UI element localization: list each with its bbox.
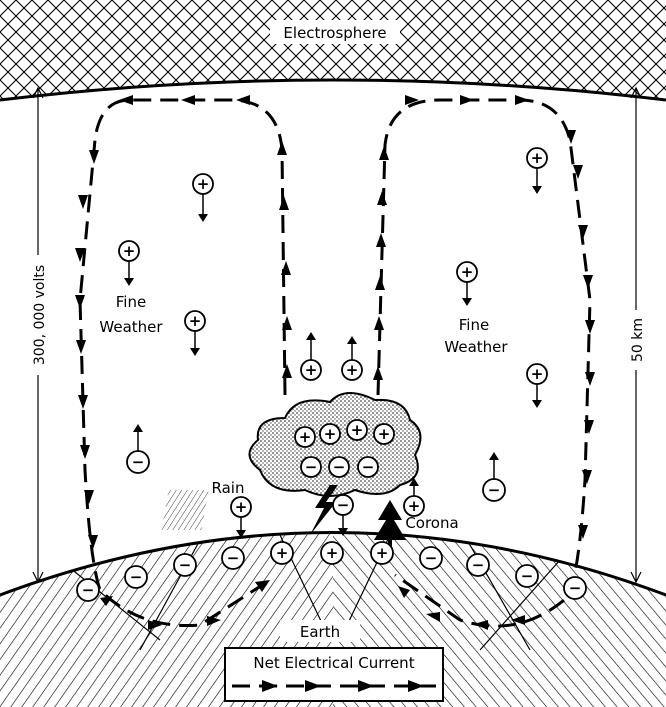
rain-label: Rain xyxy=(212,479,245,497)
svg-text:−: − xyxy=(337,496,350,514)
fine-weather-right-label-line2: Weather xyxy=(444,338,508,356)
svg-text:+: + xyxy=(123,242,136,260)
ground-negative-charge: − xyxy=(76,578,100,602)
svg-text:−: − xyxy=(130,568,143,586)
svg-text:−: − xyxy=(179,556,192,574)
fine-weather-left-label-line2: Weather xyxy=(99,318,163,336)
svg-text:+: + xyxy=(378,425,391,443)
fine-weather-left-label-line1: Fine xyxy=(116,293,146,311)
svg-text:−: − xyxy=(227,549,240,567)
svg-text:+: + xyxy=(235,498,248,516)
height-label: 50 km xyxy=(630,318,646,362)
left-current-loop xyxy=(75,95,292,630)
svg-text:+: + xyxy=(408,497,421,515)
svg-text:−: − xyxy=(82,581,95,599)
ground-negative-charge: − xyxy=(221,546,245,570)
negative-charges: − − − − − − − − − − − − − − xyxy=(76,424,587,602)
cloud-negative-charge: − xyxy=(328,456,350,478)
svg-text:+: + xyxy=(305,361,318,379)
ground-negative-charge: − xyxy=(419,546,443,570)
cloud-positive-charge: + xyxy=(346,419,368,441)
ground-negative-charge: − xyxy=(466,553,490,577)
left-voltage-scale: 300, 000 volts xyxy=(28,86,48,584)
positive-charge: + xyxy=(526,147,548,194)
ground-negative-charge: − xyxy=(173,553,197,577)
svg-text:+: + xyxy=(461,263,474,281)
svg-text:−: − xyxy=(472,556,485,574)
svg-text:−: − xyxy=(521,567,534,585)
svg-text:−: − xyxy=(425,549,438,567)
svg-text:+: + xyxy=(326,544,339,562)
voltage-label: 300, 000 volts xyxy=(32,265,48,365)
corona-positive-charge: + xyxy=(403,478,425,517)
cloud-positive-charge: + xyxy=(319,423,341,445)
thundercloud xyxy=(161,392,422,530)
positive-charge: + xyxy=(456,261,478,306)
legend-title: Net Electrical Current xyxy=(253,654,414,672)
lightning-bolt-icon xyxy=(310,485,338,535)
positive-charge: + xyxy=(300,332,322,381)
svg-text:+: + xyxy=(276,544,289,562)
positive-charge: + xyxy=(184,310,206,356)
right-current-loop xyxy=(373,95,595,630)
electrosphere-label: Electrosphere xyxy=(283,24,386,42)
ground-negative-charge: − xyxy=(124,565,148,589)
svg-text:+: + xyxy=(351,421,364,439)
svg-text:+: + xyxy=(324,425,337,443)
svg-text:+: + xyxy=(197,175,210,193)
ground-positive-charge: + xyxy=(270,541,294,565)
positive-charge: + xyxy=(192,173,214,222)
svg-text:+: + xyxy=(299,428,312,446)
positive-charge: + xyxy=(118,240,140,286)
positive-charges: + + + + + + + + + + + + + + + + + xyxy=(118,147,548,565)
positive-charge: + xyxy=(341,336,363,381)
ground-negative-charge: − xyxy=(563,576,587,600)
negative-charge: − xyxy=(126,424,150,474)
svg-text:−: − xyxy=(488,481,501,499)
legend: Net Electrical Current xyxy=(224,647,444,702)
svg-text:−: − xyxy=(362,458,375,476)
svg-text:−: − xyxy=(305,458,318,476)
earth-label: Earth xyxy=(300,623,340,641)
negative-charge: − xyxy=(482,452,506,502)
svg-text:−: − xyxy=(333,458,346,476)
corona-label: Corona xyxy=(405,514,458,532)
svg-text:+: + xyxy=(189,312,202,330)
svg-text:+: + xyxy=(346,361,359,379)
legend-current-line xyxy=(232,680,436,692)
fine-weather-right-label-line1: Fine xyxy=(459,316,489,334)
electrosphere-layer: Electrosphere xyxy=(0,0,666,102)
rain-positive-charge: + xyxy=(230,496,252,538)
cloud-negative-charge: − xyxy=(300,456,322,478)
svg-text:−: − xyxy=(569,579,582,597)
cloud-positive-charge: + xyxy=(294,426,316,448)
cloud-negative-charge: − xyxy=(357,456,379,478)
svg-text:+: + xyxy=(531,149,544,167)
lightning-negative-charge: − xyxy=(332,494,354,536)
svg-text:−: − xyxy=(132,453,145,471)
svg-text:+: + xyxy=(376,544,389,562)
ground-positive-charge: + xyxy=(320,541,344,565)
svg-text:+: + xyxy=(531,365,544,383)
ground-positive-charge: + xyxy=(370,541,394,565)
right-height-scale: 50 km xyxy=(626,86,646,584)
ground-negative-charge: − xyxy=(515,564,539,588)
positive-charge: + xyxy=(526,363,548,408)
cloud-positive-charge: + xyxy=(373,423,395,445)
